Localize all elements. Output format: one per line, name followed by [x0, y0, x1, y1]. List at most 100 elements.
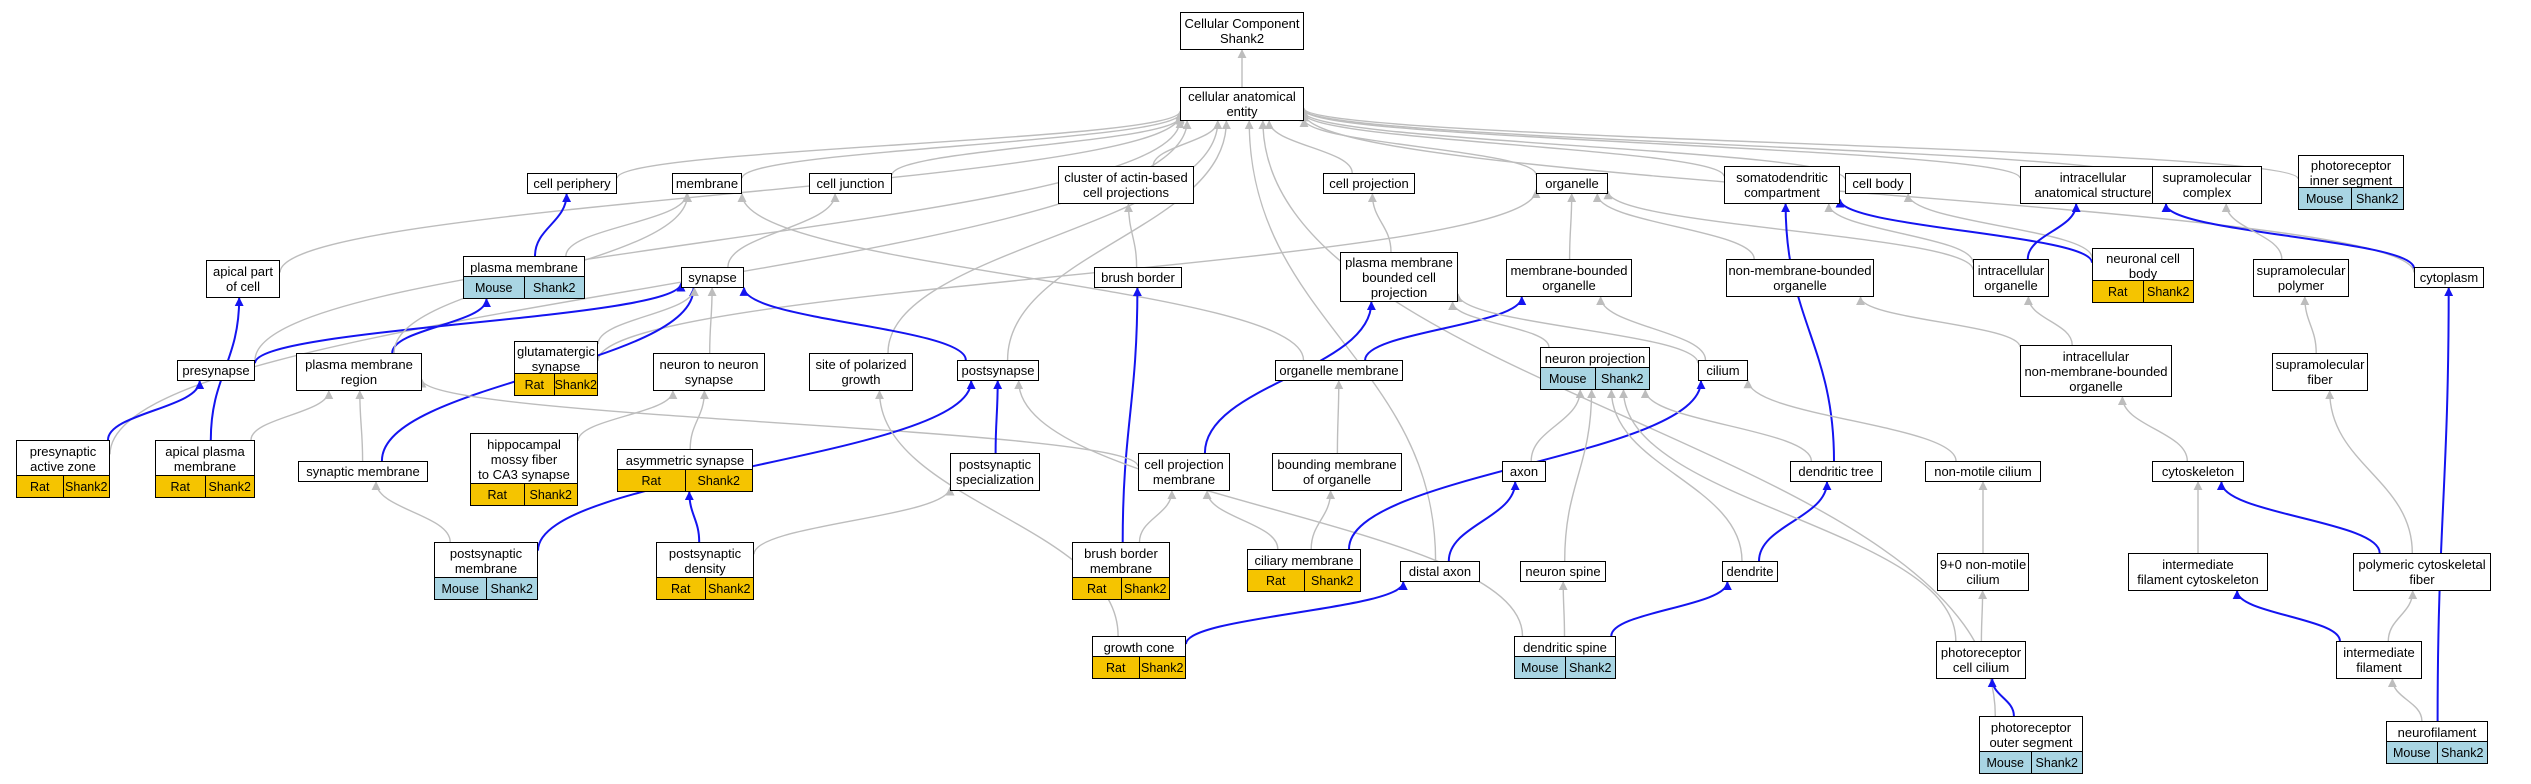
node-cell-periphery: cell periphery [527, 173, 617, 194]
edge-dendritic-tree-to-somatodendritic [1781, 203, 1835, 462]
gene-tag: Shank2 [62, 476, 109, 497]
gene-tag: Shank2 [2030, 752, 2082, 773]
node-label: supramolecular fiber [2275, 357, 2365, 387]
edge-dendritic-tree-to-neuron-projection [1640, 389, 1813, 462]
node-label: intracellular non-membrane-bounded organ… [2024, 348, 2168, 394]
node-label: cell junction [816, 176, 885, 191]
edge-organelle-membrane-to-membrane-bounded-org [1364, 296, 1527, 361]
node-cell-proj-membrane: cell projection membrane [1138, 453, 1230, 491]
edge-distal-axon-to-axon [1447, 481, 1520, 562]
node-label: glutamatergic synapse [516, 343, 596, 374]
edge-brush-border-membrane-to-brush-border [1121, 287, 1142, 543]
node-label: intermediate filament cytoskeleton [2137, 557, 2259, 587]
edge-intra-nonmem-org-to-non-membrane-org [1856, 296, 2021, 348]
edge-cytoplasm-to-intracellular-struct [2161, 203, 2415, 269]
node-label: presynapse [182, 363, 250, 378]
node-n2n-synapse: neuron to neuron synapse [653, 353, 765, 391]
gene-tag: Shank2 [2436, 742, 2487, 763]
species-tag: Rat [471, 484, 524, 505]
node-label: presynaptic active zone [29, 444, 97, 474]
species-tag: Mouse [1541, 368, 1595, 389]
species-tag: Mouse [464, 277, 524, 298]
node-pm-region: plasma membrane region [296, 353, 422, 391]
edge-pm-bounded-proj-to-cell-projection [1367, 193, 1392, 253]
node-label: dendrite [1726, 564, 1774, 579]
node-cell-junction: cell junction [809, 173, 892, 194]
species-tag: Mouse [1515, 657, 1565, 678]
species-tag: Rat [618, 470, 685, 491]
edge-neuron-projection-to-pm-bounded-proj [1448, 301, 1550, 348]
edge-postsynapse-to-synapse [739, 286, 967, 361]
edge-organelle-membrane-to-membrane [737, 193, 1305, 361]
gene-tag: Shank2 [684, 470, 752, 491]
species-tag: Mouse [1980, 752, 2031, 773]
gene-tag: Shank2 [1303, 570, 1360, 591]
node-label: synapse [688, 270, 737, 285]
node-supramol-polymer: supramolecular polymer [2253, 259, 2349, 297]
node-label: photoreceptor inner segment [2309, 157, 2393, 188]
edge-neuronal-cell-body-to-somatodendritic [1835, 198, 2093, 264]
node-label: neurofilament [2397, 725, 2477, 740]
edge-presynapse-to-cae [254, 119, 1185, 361]
species-tag: Rat [17, 476, 63, 497]
edge-intracellular-org-to-intracellular-struct [2026, 203, 2081, 260]
node-postsyn-spec: postsynaptic specialization [950, 453, 1040, 491]
node-label: postsynapse [961, 363, 1035, 378]
gene-tag: Shank2 [523, 484, 577, 505]
species-tag: Mouse [2299, 188, 2351, 209]
edge-hippocampal-to-n2n-synapse [577, 390, 678, 442]
node-label: cell periphery [533, 176, 611, 191]
node-label: intermediate filament [2343, 645, 2415, 675]
gene-tag: Shank2 [1594, 368, 1649, 389]
node-synaptic-membrane: synaptic membrane [298, 461, 428, 482]
node-intermediate-cyto: intermediate filament cytoskeleton [2128, 553, 2268, 591]
node-cytoskeleton: cytoskeleton [2152, 461, 2244, 482]
node-label: site of polarized growth [815, 357, 907, 387]
node-membrane: membrane [672, 173, 742, 194]
edge-intermediate-fil-to-polymeric-cyto [2387, 590, 2418, 642]
edge-bounding-membrane-to-organelle-membrane [1334, 380, 1344, 454]
node-label: brush border membrane [1084, 546, 1158, 576]
species-tag: Rat [657, 578, 705, 599]
node-label: neuronal cell body [2106, 250, 2180, 281]
species-tag: Rat [1093, 657, 1139, 678]
node-postsynapse: postsynapse [957, 360, 1039, 381]
node-dendritic-tree: dendritic tree [1790, 461, 1882, 482]
node-label: organelle membrane [1279, 363, 1399, 378]
edge-supramol-polymer-to-supramol-complex [2221, 203, 2283, 260]
node-label: cluster of actin-based cell projections [1064, 170, 1188, 200]
node-non-membrane-org: non-membrane-bounded organelle [1726, 259, 1874, 297]
node-label: cytoplasm [2419, 270, 2479, 285]
node-label: growth cone [1103, 640, 1175, 655]
edge-postsyn-density-to-asymmetric [684, 491, 701, 543]
node-label: supramolecular complex [2162, 170, 2252, 200]
edge-intracellular-org-to-somatodendritic [1824, 203, 1974, 263]
gene-tag: Shank2 [553, 374, 597, 395]
edge-presyn-active-zone-to-presynapse [107, 380, 205, 441]
node-membrane-bounded-org: membrane-bounded organelle [1506, 259, 1632, 297]
node-label: cytoskeleton [2161, 464, 2235, 479]
node-label: plasma membrane region [305, 357, 413, 387]
node-label: intracellular organelle [1977, 263, 2045, 293]
node-label: plasma membrane [470, 260, 578, 275]
node-label: cell projection [1329, 176, 1409, 191]
node-label: neuron to neuron synapse [659, 357, 759, 387]
node-label: non-membrane-bounded organelle [1728, 263, 1872, 293]
edge-ciliary-membrane-to-bounding-membrane [1310, 490, 1336, 550]
node-label: axon [1509, 464, 1539, 479]
node-label: cilium [1706, 363, 1740, 378]
edge-intracellular-struct-to-cae [1299, 109, 2021, 179]
node-organelle-membrane: organelle membrane [1275, 360, 1403, 381]
